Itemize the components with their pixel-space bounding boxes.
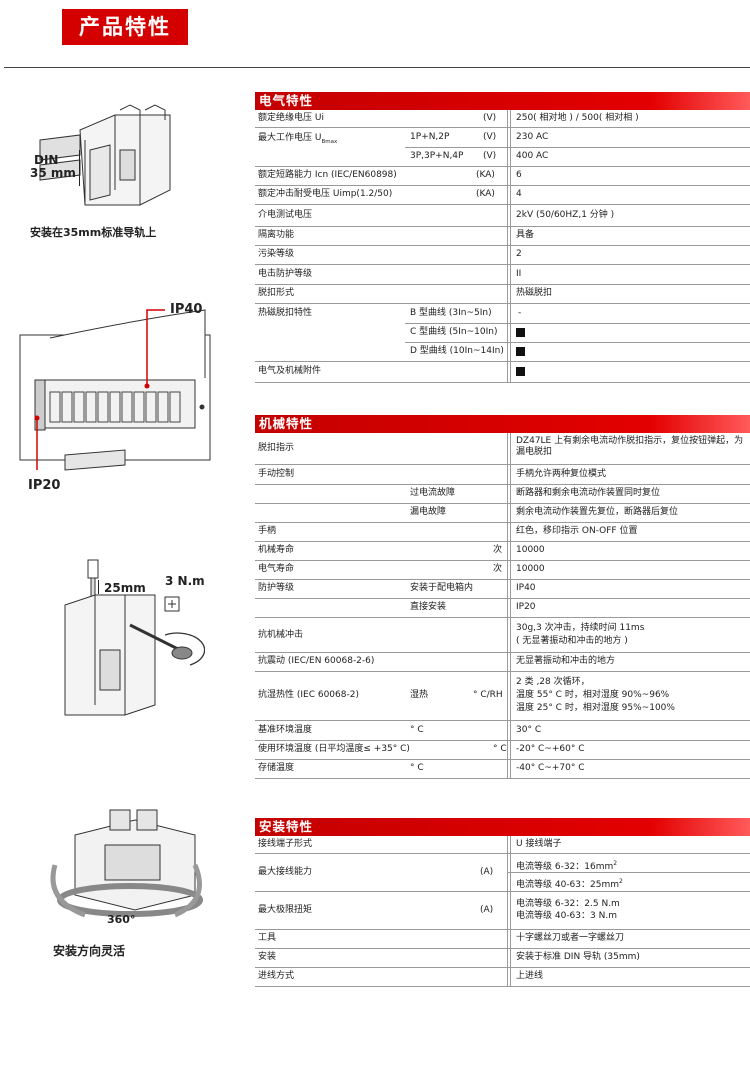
wiring-torque-illustration	[64, 559, 205, 716]
torque-label: 3 N.m	[165, 574, 205, 588]
installation-section: 安装特性 接线端子形式 U 接线端子 最大接线能力 (A) 电流等级 6-32：…	[255, 818, 750, 987]
table-row: 抗机械冲击 30g,3 次冲击，持续时间 11ms ( 无显著振动和冲击的地方 …	[255, 618, 750, 653]
column-divider	[507, 433, 508, 779]
table-row: 直接安装 IP20	[255, 599, 750, 618]
table-row: 抗湿热性 (IEC 60068-2) 湿热 ° C/RH 2 类 ,28 次循环…	[255, 672, 750, 721]
table-row: 安装 安装于标准 DIN 导轨 (35mm)	[255, 949, 750, 968]
table-row: 进线方式 上进线	[255, 968, 750, 987]
caption-din-mount: 安装在35mm标准导轨上	[30, 226, 157, 239]
column-divider	[510, 110, 511, 383]
table-row: 电击防护等级 II	[255, 265, 750, 285]
table-row: 脱扣形式 热磁脱扣	[255, 285, 750, 304]
electrical-section: 电气特性 额定绝缘电压 Ui (V) 250( 相对地 ) / 500( 相对相…	[255, 92, 750, 383]
available-mark	[516, 347, 525, 356]
electrical-section-title: 电气特性	[255, 92, 750, 110]
wire-length-arrow	[98, 580, 101, 594]
page-title: 产品特性	[62, 9, 188, 45]
table-row: 热磁脱扣特性 B 型曲线 (3In~5In) - C 型曲线 (5In~10In…	[255, 304, 750, 362]
table-row: 接线端子形式 U 接线端子	[255, 836, 750, 854]
rotation-label: 360°	[107, 913, 136, 926]
din-label: DIN	[34, 153, 59, 167]
available-mark	[516, 328, 525, 337]
wire-length-label: 25mm	[104, 581, 146, 595]
table-row: 漏电故障 剩余电流动作装置先复位，断路器后复位	[255, 504, 750, 523]
din-rail-breaker-illustration	[39, 104, 171, 206]
table-row: 额定冲击耐受电压 Uimp(1.2/50) (KA) 4	[255, 186, 750, 205]
din-bracket	[79, 150, 83, 186]
table-row: 抗震动 (IEC/EN 60068-2-6) 无显著振动和冲击的地方	[255, 653, 750, 672]
available-mark	[516, 367, 525, 376]
ip20-label: IP20	[28, 478, 61, 493]
rotation-illustration	[50, 809, 203, 918]
table-row: 最大工作电压 UBmax 1P+N,2P (V) 230 AC 3P,3P+N,…	[255, 128, 750, 167]
column-divider	[507, 110, 508, 383]
din-size-label: 35 mm	[30, 166, 76, 180]
table-row: 额定绝缘电压 Ui (V) 250( 相对地 ) / 500( 相对相 )	[255, 110, 750, 128]
table-row: 电气及机械附件	[255, 362, 750, 383]
column-divider	[507, 836, 508, 987]
header-divider	[4, 67, 750, 68]
mechanical-section: 机械特性 脱扣指示 DZ47LE 上有剩余电流动作脱扣指示，复位按钮弹起，为漏电…	[255, 415, 750, 779]
table-row: 电气寿命 次 10000	[255, 561, 750, 580]
caption-flexible-orientation: 安装方向灵活	[53, 944, 126, 958]
table-row: 防护等级 安装于配电箱内 IP40	[255, 580, 750, 599]
table-row: 污染等级 2	[255, 246, 750, 265]
table-row: 工具 十字螺丝刀或者一字螺丝刀	[255, 930, 750, 949]
table-row: 脱扣指示 DZ47LE 上有剩余电流动作脱扣指示，复位按钮弹起，为漏电脱扣	[255, 433, 750, 465]
installation-section-title: 安装特性	[255, 818, 750, 836]
table-row: 最大极限扭矩 (A) 电流等级 6-32：2.5 N.m 电流等级 40-63：…	[255, 892, 750, 930]
table-row: 过电流故障 断路器和剩余电流动作装置同时复位	[255, 485, 750, 504]
table-row: 最大接线能力 (A) 电流等级 6-32：16mm2 电流等级 40-63：25…	[255, 854, 750, 892]
table-row: 额定短路能力 Icn (IEC/EN60898) (KA) 6	[255, 167, 750, 186]
ip40-label: IP40	[170, 302, 203, 317]
table-row: 手动控制 手柄允许两种复位模式	[255, 465, 750, 485]
table-row: 机械寿命 次 10000	[255, 542, 750, 561]
mechanical-section-title: 机械特性	[255, 415, 750, 433]
table-row: 手柄 红色，移印指示 ON-OFF 位置	[255, 523, 750, 542]
table-row: 使用环境温度 (日平均温度≤ +35° C) ° C -20° C~+60° C	[255, 741, 750, 760]
table-row: 存储温度 ° C -40° C~+70° C	[255, 760, 750, 779]
column-divider	[510, 433, 511, 779]
table-row: 隔离功能 具备	[255, 227, 750, 246]
table-row: 介电测试电压 2kV (50/60HZ,1 分钟 )	[255, 205, 750, 227]
column-divider	[510, 836, 511, 987]
distribution-box-illustration	[19, 309, 211, 471]
table-row: 基准环境温度 ° C 30° C	[255, 721, 750, 741]
